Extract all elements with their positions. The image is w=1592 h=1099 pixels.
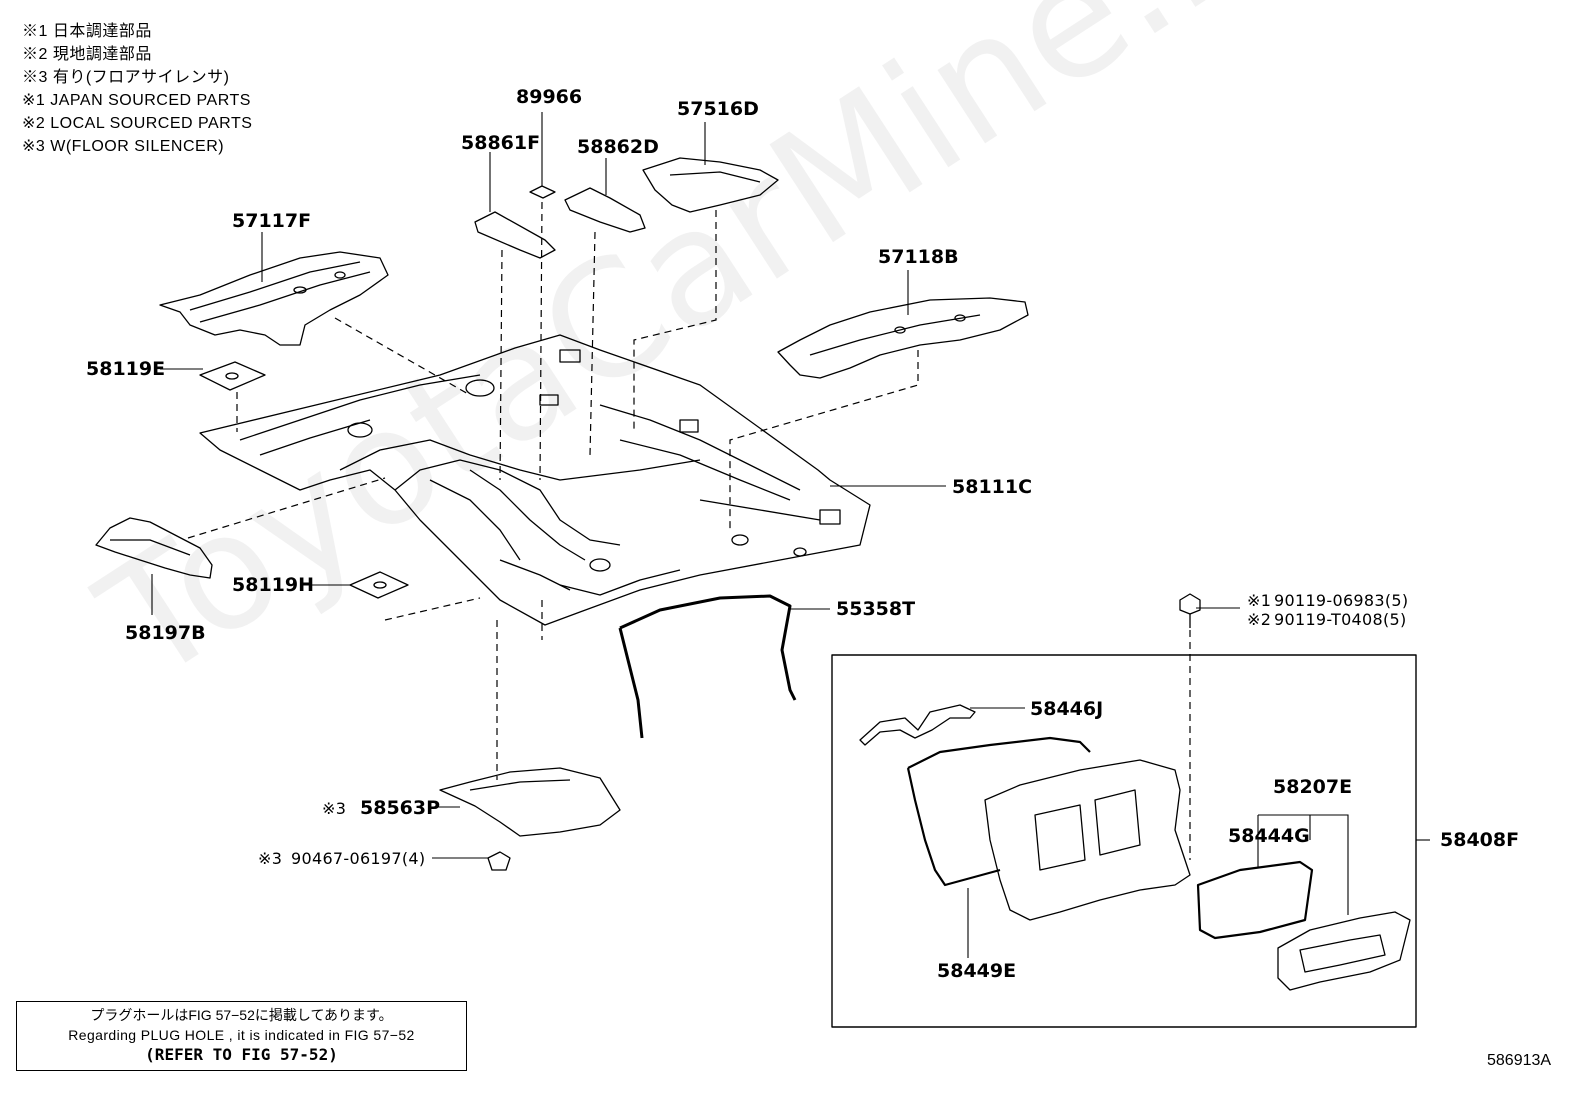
label-58408f[interactable]: 58408F [1440,829,1520,851]
label-58119e[interactable]: 58119E [86,358,166,380]
note-line: ※1 JAPAN SOURCED PARTS [22,92,251,109]
part-58119h [349,571,409,599]
note-line: ※2 LOCAL SOURCED PARTS [22,115,253,132]
part-58408f-panel [984,759,1191,921]
note-line: ※3 有り(フロアサイレンサ) [22,69,230,86]
part-58861f [474,211,556,259]
part-58197b [95,517,213,579]
part-bolt-90119 [1179,593,1201,628]
label-89966[interactable]: 89966 [516,86,583,108]
sourcing-notes: ※1 日本調達部品 ※2 現地調達部品 ※3 有り(フロアサイレンサ) ※1 J… [22,20,252,158]
part-57118b [777,297,1029,379]
plug-note-en: Regarding PLUG HOLE , it is indicated in… [68,1027,415,1043]
plug-note-ref[interactable]: (REFER TO FIG 57-52) [145,1045,338,1064]
bolt1-mark: ※1 [1247,591,1272,610]
part-58449e [906,736,1091,887]
floor-pan-58111c [199,334,871,626]
label-57516d[interactable]: 57516D [677,98,759,120]
note-line: ※2 現地調達部品 [22,46,152,63]
label-57118b[interactable]: 57118B [878,246,959,268]
part-58563p [439,767,621,837]
label-58444g[interactable]: 58444G [1228,825,1310,847]
plug-note-jp: プラグホールはFIG 57−52に掲載してあります。 [90,1007,393,1023]
label-58446j[interactable]: 58446J [1030,698,1104,720]
58563p-mark: ※3 [322,799,347,818]
figure-number: 586913A [1487,1052,1552,1069]
part-57516d [642,157,779,213]
part-58446j [859,704,976,746]
label-58563p[interactable]: 58563P [360,797,441,819]
label-55358t[interactable]: 55358T [836,598,916,620]
label-58119h[interactable]: 58119H [232,574,315,596]
assembly-box-58408f [831,654,1417,1028]
part-57117f [159,251,389,346]
part-90467 [487,851,511,871]
label-58862d[interactable]: 58862D [577,136,659,158]
plug-hole-note: プラグホールはFIG 57−52に掲載してあります。 Regarding PLU… [16,1001,467,1071]
label-57117f[interactable]: 57117F [232,210,312,232]
label-58111c[interactable]: 58111C [952,476,1033,498]
part-58207e [1277,911,1411,991]
90467-mark: ※3 [258,849,283,868]
label-58861f[interactable]: 58861F [461,132,541,154]
part-55358t [619,594,797,701]
part-58119e [199,361,266,391]
label-bolt-90119-t0408[interactable]: 90119-T0408(5) [1274,610,1407,629]
bolt2-mark: ※2 [1247,610,1272,629]
note-line: ※1 日本調達部品 [22,23,152,40]
label-58197b[interactable]: 58197B [125,622,206,644]
note-line: ※3 W(FLOOR SILENCER) [22,138,225,155]
part-89966 [529,185,556,199]
label-90467-06197[interactable]: 90467-06197(4) [291,849,426,868]
label-58449e[interactable]: 58449E [937,960,1017,982]
part-58444g [1196,860,1314,940]
label-bolt-90119-06983[interactable]: 90119-06983(5) [1274,591,1409,610]
part-58862d [564,187,646,233]
label-58207e[interactable]: 58207E [1273,776,1353,798]
